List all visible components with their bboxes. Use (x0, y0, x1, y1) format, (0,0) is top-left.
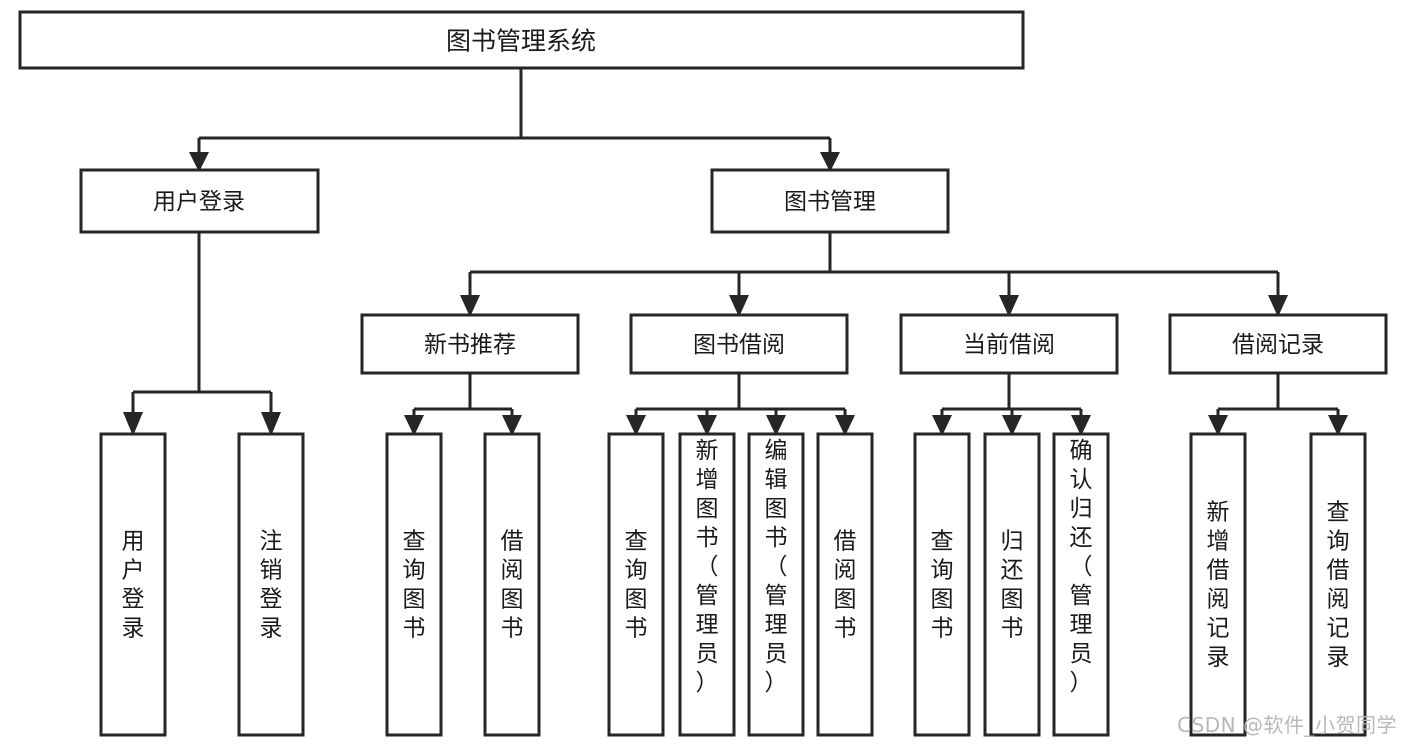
leaf-current-query-book[interactable]: 查询图书 (913, 432, 971, 737)
node-current-borrow-label: 当前借阅 (963, 332, 1055, 358)
arrow-current-to-confirm (1071, 415, 1091, 436)
node-current-borrow[interactable]: 当前借阅 (899, 313, 1119, 375)
arrow-bookmgmt-to-record (1268, 295, 1288, 317)
leaf-return-book-label: 归还图书 (1001, 529, 1024, 642)
arrow-record-to-query (1328, 415, 1348, 436)
leaf-user-login-box[interactable] (99, 432, 167, 737)
leaf-current-query-book-label: 查询图书 (931, 529, 954, 642)
leaf-borrow-query-book-label: 查询图书 (625, 529, 648, 642)
leaf-add-book-admin-label: 新增图书（管理员） (696, 438, 719, 696)
node-new-book-recommend-box[interactable] (360, 313, 580, 375)
node-root-box[interactable] (18, 10, 1025, 70)
node-current-borrow-box[interactable] (899, 313, 1119, 375)
leaf-borrow-book[interactable]: 借阅图书 (816, 432, 874, 737)
node-user-login-label: 用户登录 (153, 189, 245, 215)
leaf-confirm-return-admin-box[interactable] (1052, 432, 1110, 737)
arrow-userlogin-to-leaf-login (123, 412, 143, 436)
arrow-borrow-to-borrowbook (835, 415, 855, 436)
edge-newbook-bus (412, 373, 514, 418)
leaf-add-book-admin-box[interactable] (678, 432, 736, 737)
leaf-user-login[interactable]: 用户登录 (99, 432, 167, 737)
node-borrow-record-box[interactable] (1168, 313, 1388, 375)
leaf-logout-box[interactable] (237, 432, 305, 737)
arrow-root-to-user-login (189, 152, 209, 172)
edge-borrow-bus (634, 373, 847, 418)
node-book-borrow-label: 图书借阅 (693, 332, 785, 358)
leaf-confirm-return-admin[interactable]: 确认归还（管理员） (1052, 432, 1110, 737)
node-book-management-label: 图书管理 (784, 189, 876, 215)
arrow-bookmgmt-to-newbook (460, 295, 480, 317)
edge-userlogin-bus (131, 232, 273, 415)
arrow-bookmgmt-to-current (999, 295, 1019, 317)
leaf-borrow-query-book-box[interactable] (607, 432, 665, 737)
leaf-logout[interactable]: 注销登录 (237, 432, 305, 737)
leaf-newbook-borrow-book-box[interactable] (483, 432, 541, 737)
leaf-logout-label: 注销登录 (260, 529, 283, 642)
arrow-current-to-return (1002, 415, 1022, 436)
node-book-borrow-box[interactable] (629, 313, 849, 375)
leaf-query-borrow-record-box[interactable] (1309, 432, 1367, 737)
node-user-login[interactable]: 用户登录 (79, 168, 320, 234)
leaf-newbook-borrow-book[interactable]: 借阅图书 (483, 432, 541, 737)
leaf-newbook-query-book-label: 查询图书 (403, 529, 426, 642)
node-root-label: 图书管理系统 (446, 27, 596, 56)
leaf-add-book-admin[interactable]: 新增图书（管理员） (678, 432, 736, 737)
leaf-edit-book-admin[interactable]: 编辑图书（管理员） (747, 432, 805, 737)
leaf-edit-book-admin-box[interactable] (747, 432, 805, 737)
node-book-borrow[interactable]: 图书借阅 (629, 313, 849, 375)
arrow-borrow-to-add (697, 415, 717, 436)
edge-current-bus (940, 373, 1083, 418)
node-new-book-recommend[interactable]: 新书推荐 (360, 313, 580, 375)
leaf-newbook-query-book[interactable]: 查询图书 (385, 432, 443, 737)
leaf-return-book-box[interactable] (983, 432, 1041, 737)
leaf-add-borrow-record-label: 新增借阅记录 (1207, 500, 1230, 671)
leaf-edit-book-admin-label: 编辑图书（管理员） (765, 438, 788, 696)
node-root[interactable]: 图书管理系统 (18, 10, 1025, 70)
leaf-query-borrow-record[interactable]: 查询借阅记录 (1309, 432, 1367, 737)
node-book-management[interactable]: 图书管理 (710, 168, 950, 234)
leaf-borrow-query-book[interactable]: 查询图书 (607, 432, 665, 737)
leaf-return-book[interactable]: 归还图书 (983, 432, 1041, 737)
arrow-newbook-to-borrow (502, 415, 522, 436)
arrow-borrow-to-query (626, 415, 646, 436)
leaf-borrow-book-label: 借阅图书 (834, 529, 857, 642)
node-new-book-recommend-label: 新书推荐 (424, 332, 516, 358)
leaf-query-borrow-record-label: 查询借阅记录 (1327, 500, 1350, 671)
arrow-root-to-book-mgmt (820, 152, 840, 172)
edge-record-bus (1216, 373, 1340, 418)
leaf-add-borrow-record-box[interactable] (1189, 432, 1247, 737)
node-book-management-box[interactable] (710, 168, 950, 234)
edge-bookmgmt-bus (468, 232, 1280, 298)
connector-layer (123, 68, 1348, 436)
leaf-borrow-book-box[interactable] (816, 432, 874, 737)
leaf-add-borrow-record[interactable]: 新增借阅记录 (1189, 432, 1247, 737)
arrow-record-to-add (1208, 415, 1228, 436)
leaf-user-login-label: 用户登录 (122, 529, 145, 642)
node-borrow-record-label: 借阅记录 (1232, 332, 1324, 358)
node-user-login-box[interactable] (79, 168, 320, 234)
edge-root-bus (197, 68, 832, 155)
arrow-bookmgmt-to-borrow (729, 295, 749, 317)
arrow-userlogin-to-leaf-logout (261, 412, 281, 436)
leaf-confirm-return-admin-label: 确认归还（管理员） (1070, 438, 1093, 696)
node-borrow-record[interactable]: 借阅记录 (1168, 313, 1388, 375)
arrow-borrow-to-edit (766, 415, 786, 436)
leaf-current-query-book-box[interactable] (913, 432, 971, 737)
leaf-newbook-query-book-box[interactable] (385, 432, 443, 737)
arrow-current-to-query (932, 415, 952, 436)
arrow-newbook-to-query (404, 415, 424, 436)
leaf-newbook-borrow-book-label: 借阅图书 (501, 529, 524, 642)
